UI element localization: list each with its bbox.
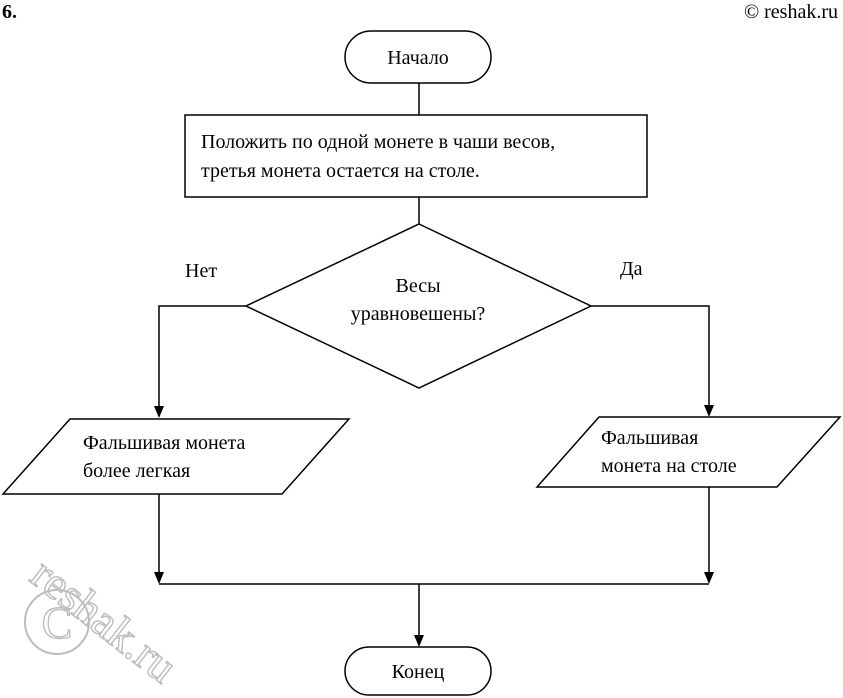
copyright-text: © reshak.ru [744,1,838,23]
output-left-node: Фальшивая монета более легкая [1,418,351,495]
decision-text-line-1: Весы [395,275,440,297]
start-label: Начало [387,47,449,69]
end-label: Конец [392,661,445,683]
problem-number: 6. [2,1,17,23]
arrowhead-no-branch [154,406,164,418]
output-left-text-line-2: более легкая [83,460,190,482]
branch-label-no: Нет [185,260,217,282]
connector-decision-no [158,305,246,408]
arrowhead-to-end [414,635,424,647]
process-box [184,114,648,198]
start-node: Начало [344,30,492,84]
watermark-copyright-circle [24,589,90,655]
watermark-copyright-symbol: C [42,597,73,648]
process-text-line-2: третья монета остается на столе. [201,160,480,182]
arrowhead-left-merge [154,572,164,584]
process-text-line-1: Положить по одной монете в чаши весов, [201,131,555,153]
branch-label-yes: Да [620,258,643,280]
end-terminator [344,646,492,696]
watermark: reshak.ru C [21,547,188,693]
output-right-node: Фальшивая монета на столе [535,416,842,488]
output-left-text-line-1: Фальшивая монета [83,432,246,454]
output-right-text-line-1: Фальшивая [601,427,698,449]
output-left-parallelogram [1,418,351,495]
decision-node: Весы уравновешены? [244,223,593,389]
output-right-parallelogram [535,416,842,488]
process-node: Положить по одной монете в чаши весов, т… [184,114,648,198]
decision-diamond [244,223,593,389]
decision-text-line-2: уравновешены? [351,303,486,325]
start-terminator [344,30,492,84]
connectors [154,83,714,647]
output-right-text-line-2: монета на столе [601,455,737,477]
arrowhead-yes-branch [704,405,714,417]
connector-decision-yes [591,305,710,407]
arrowhead-right-merge [704,572,714,584]
end-node: Конец [344,646,492,696]
